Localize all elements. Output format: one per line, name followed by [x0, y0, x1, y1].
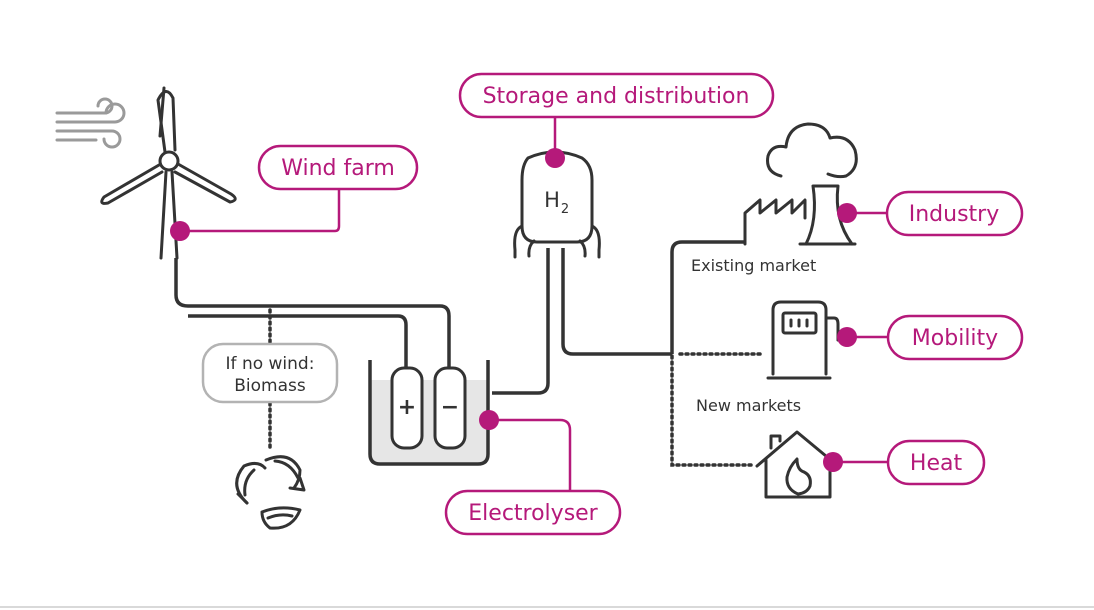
- electrolyser-icon: + −: [368, 360, 490, 466]
- new-markets-note: New markets: [696, 396, 801, 415]
- storage-label: Storage and distribution: [458, 72, 775, 119]
- heat-text: Heat: [910, 451, 963, 476]
- wind-turbine-icon: [100, 86, 237, 260]
- cathode-sign: −: [441, 395, 459, 420]
- power-line: [174, 258, 451, 368]
- hydrogen-pipes: [492, 240, 745, 395]
- biomass-leaves-icon: [235, 455, 306, 530]
- anode-sign: +: [398, 395, 416, 420]
- fuel-pump-icon: [766, 300, 848, 380]
- tank-symbol: H: [544, 188, 560, 212]
- heat-connector: [823, 452, 888, 472]
- mobility-text: Mobility: [912, 326, 998, 351]
- industry-text: Industry: [909, 202, 1000, 227]
- factory-icon: [743, 122, 858, 246]
- wind-farm-text: Wind farm: [281, 156, 395, 181]
- storage-text: Storage and distribution: [483, 84, 750, 109]
- heat-label: Heat: [886, 439, 986, 486]
- biomass-line1-text: If no wind:: [226, 354, 315, 374]
- wind-gust-icon: [55, 97, 126, 149]
- electrolyser-connector: [479, 410, 572, 492]
- new-market-links: [670, 352, 766, 467]
- mobility-connector: [837, 327, 888, 347]
- bottom-divider: [0, 606, 1094, 608]
- electrolyser-label: Electrolyser: [444, 489, 622, 536]
- storage-connector: [545, 117, 565, 168]
- wind-farm-connector: [170, 188, 341, 241]
- tank-subscript: 2: [561, 202, 569, 217]
- house-flame-icon: [755, 430, 840, 499]
- biomass-label: If no wind: Biomass: [201, 342, 339, 404]
- wind-farm-label: Wind farm: [257, 144, 419, 191]
- industry-label: Industry: [885, 190, 1024, 237]
- mobility-label: Mobility: [886, 314, 1024, 361]
- electrolyser-text: Electrolyser: [468, 501, 598, 526]
- biomass-line2-text: Biomass: [234, 376, 306, 396]
- industry-connector: [837, 203, 888, 223]
- existing-market-note: Existing market: [691, 256, 816, 275]
- hydrogen-tank-icon: [513, 150, 601, 259]
